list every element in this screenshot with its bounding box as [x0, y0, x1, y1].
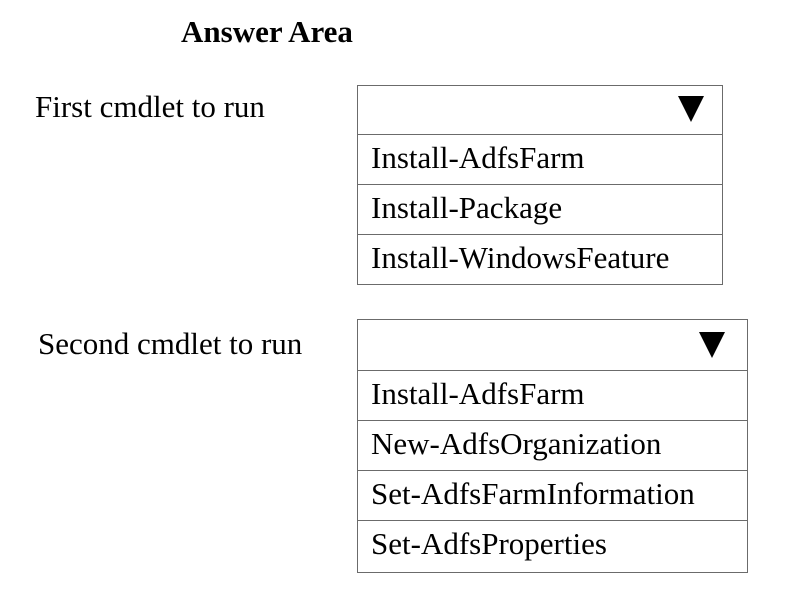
dropdown-option[interactable]: Install-AdfsFarm	[358, 135, 722, 185]
dropdown-option[interactable]: Install-WindowsFeature	[371, 240, 670, 275]
dropdown-option[interactable]: New-AdfsOrganization	[358, 421, 747, 471]
first-cmdlet-dropdown[interactable]: Install-AdfsFarm Install-Package Install…	[357, 85, 723, 285]
second-cmdlet-dropdown[interactable]: Install-AdfsFarm New-AdfsOrganization Se…	[357, 319, 748, 573]
answer-area-title: Answer Area	[181, 14, 353, 49]
dropdown-option[interactable]: Install-Package	[358, 185, 722, 235]
first-cmdlet-label: First cmdlet to run	[35, 89, 265, 124]
second-cmdlet-label: Second cmdlet to run	[38, 326, 303, 361]
dropdown-option[interactable]: Install-AdfsFarm	[358, 371, 747, 421]
dropdown-option[interactable]: Set-AdfsFarmInformation	[358, 471, 747, 521]
dropdown-selected-value[interactable]	[358, 86, 722, 135]
dropdown-selected-value[interactable]	[358, 320, 747, 371]
dropdown-arrow-icon[interactable]	[678, 96, 704, 122]
dropdown-arrow-icon[interactable]	[699, 332, 725, 358]
dropdown-option[interactable]: Set-AdfsProperties	[371, 526, 607, 561]
